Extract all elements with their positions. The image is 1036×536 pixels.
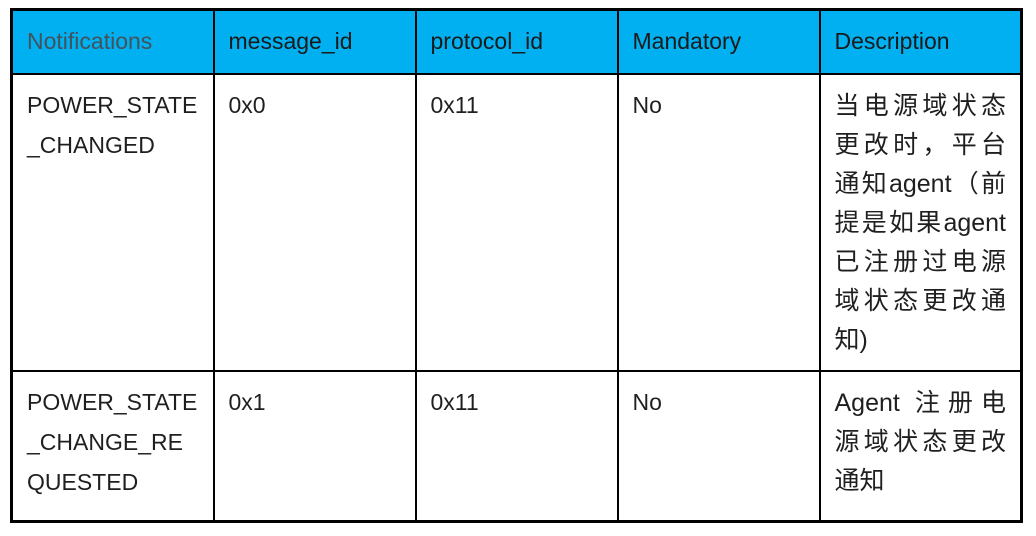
cell-message-id: 0x0 <box>212 72 417 372</box>
cell-description: Agent 注册电源域状态更改通知 <box>818 369 1023 523</box>
column-header-notifications: Notifications <box>10 8 215 75</box>
cell-protocol-id: 0x11 <box>414 72 619 372</box>
cell-notification-name: POWER_STATE_CHANGED <box>10 72 215 372</box>
cell-notification-name: POWER_STATE_CHANGE_REQUESTED <box>10 369 215 523</box>
table-header-row: Notifications message_id protocol_id Man… <box>10 8 1023 75</box>
table-row: POWER_STATE_CHANGED 0x0 0x11 No 当电源域状态更改… <box>10 72 1023 372</box>
column-header-description: Description <box>818 8 1023 75</box>
cell-message-id: 0x1 <box>212 369 417 523</box>
table-row: POWER_STATE_CHANGE_REQUESTED 0x1 0x11 No… <box>10 369 1023 523</box>
cell-description: 当电源域状态更改时，平台通知agent（前提是如果agent已注册过电源域状态更… <box>818 72 1023 372</box>
column-header-message-id: message_id <box>212 8 417 75</box>
column-header-mandatory: Mandatory <box>616 8 821 75</box>
cell-protocol-id: 0x11 <box>414 369 619 523</box>
cell-mandatory: No <box>616 369 821 523</box>
cell-mandatory: No <box>616 72 821 372</box>
column-header-protocol-id: protocol_id <box>414 8 619 75</box>
notifications-table: Notifications message_id protocol_id Man… <box>10 8 1023 523</box>
